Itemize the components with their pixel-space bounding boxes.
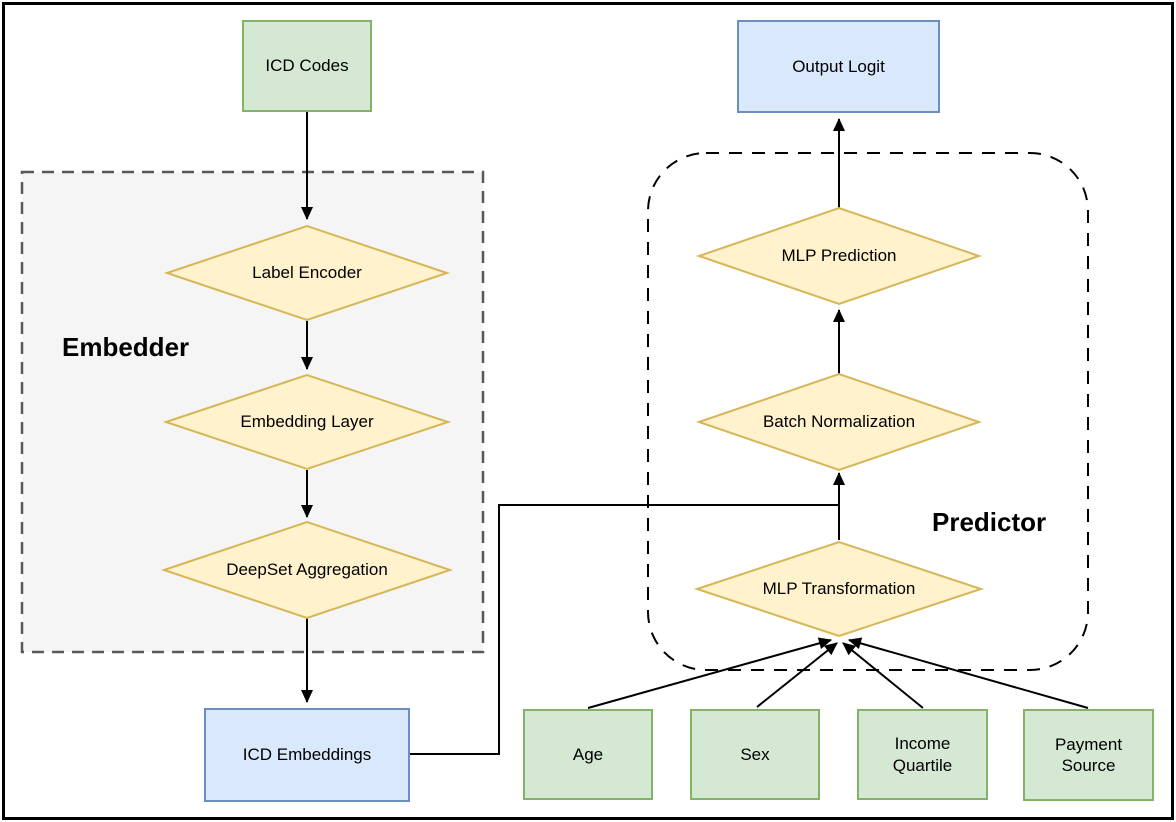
edge-age-to-mlp-transformation — [587, 637, 832, 709]
batch-normalization-label: Batch Normalization — [762, 412, 916, 431]
mlp-transformation-diamond — [693, 540, 985, 638]
sex-node: Sex — [690, 709, 820, 800]
age-node: Age — [523, 709, 653, 800]
icd-codes-node: ICD Codes — [242, 20, 372, 112]
label-encoder-diamond — [163, 224, 451, 322]
edge-sex-to-mlp-transformation — [756, 642, 838, 708]
income-quartile-node: Income Quartile — [857, 709, 988, 800]
deepset-aggregation-diamond — [160, 520, 454, 620]
mlp-prediction-label: MLP Prediction — [781, 246, 897, 265]
output-logit-node: Output Logit — [737, 20, 940, 113]
edge-icd-embeddings-to-predictor — [410, 504, 839, 755]
mlp-prediction-diamond — [695, 206, 983, 306]
embedder-group-label: Embedder — [62, 332, 190, 362]
icd-embeddings-node: ICD Embeddings — [204, 708, 410, 802]
label-encoder-label: Label Encoder — [252, 263, 362, 282]
mlp-transformation-label: MLP Transformation — [762, 579, 916, 598]
edge-payment-source-to-mlp-transformation — [848, 637, 1089, 709]
predictor-group-label: Predictor — [932, 507, 1047, 537]
batch-normalization-diamond — [695, 372, 983, 472]
edge-income-quartile-to-mlp-transformation — [842, 642, 924, 709]
deepset-aggregation-label: DeepSet Aggregation — [226, 560, 388, 579]
embedding-layer-label: Embedding Layer — [240, 412, 374, 431]
payment-source-node: Payment Source — [1023, 709, 1154, 801]
predictor-group-box — [647, 152, 1089, 671]
embedding-layer-diamond — [162, 373, 452, 471]
